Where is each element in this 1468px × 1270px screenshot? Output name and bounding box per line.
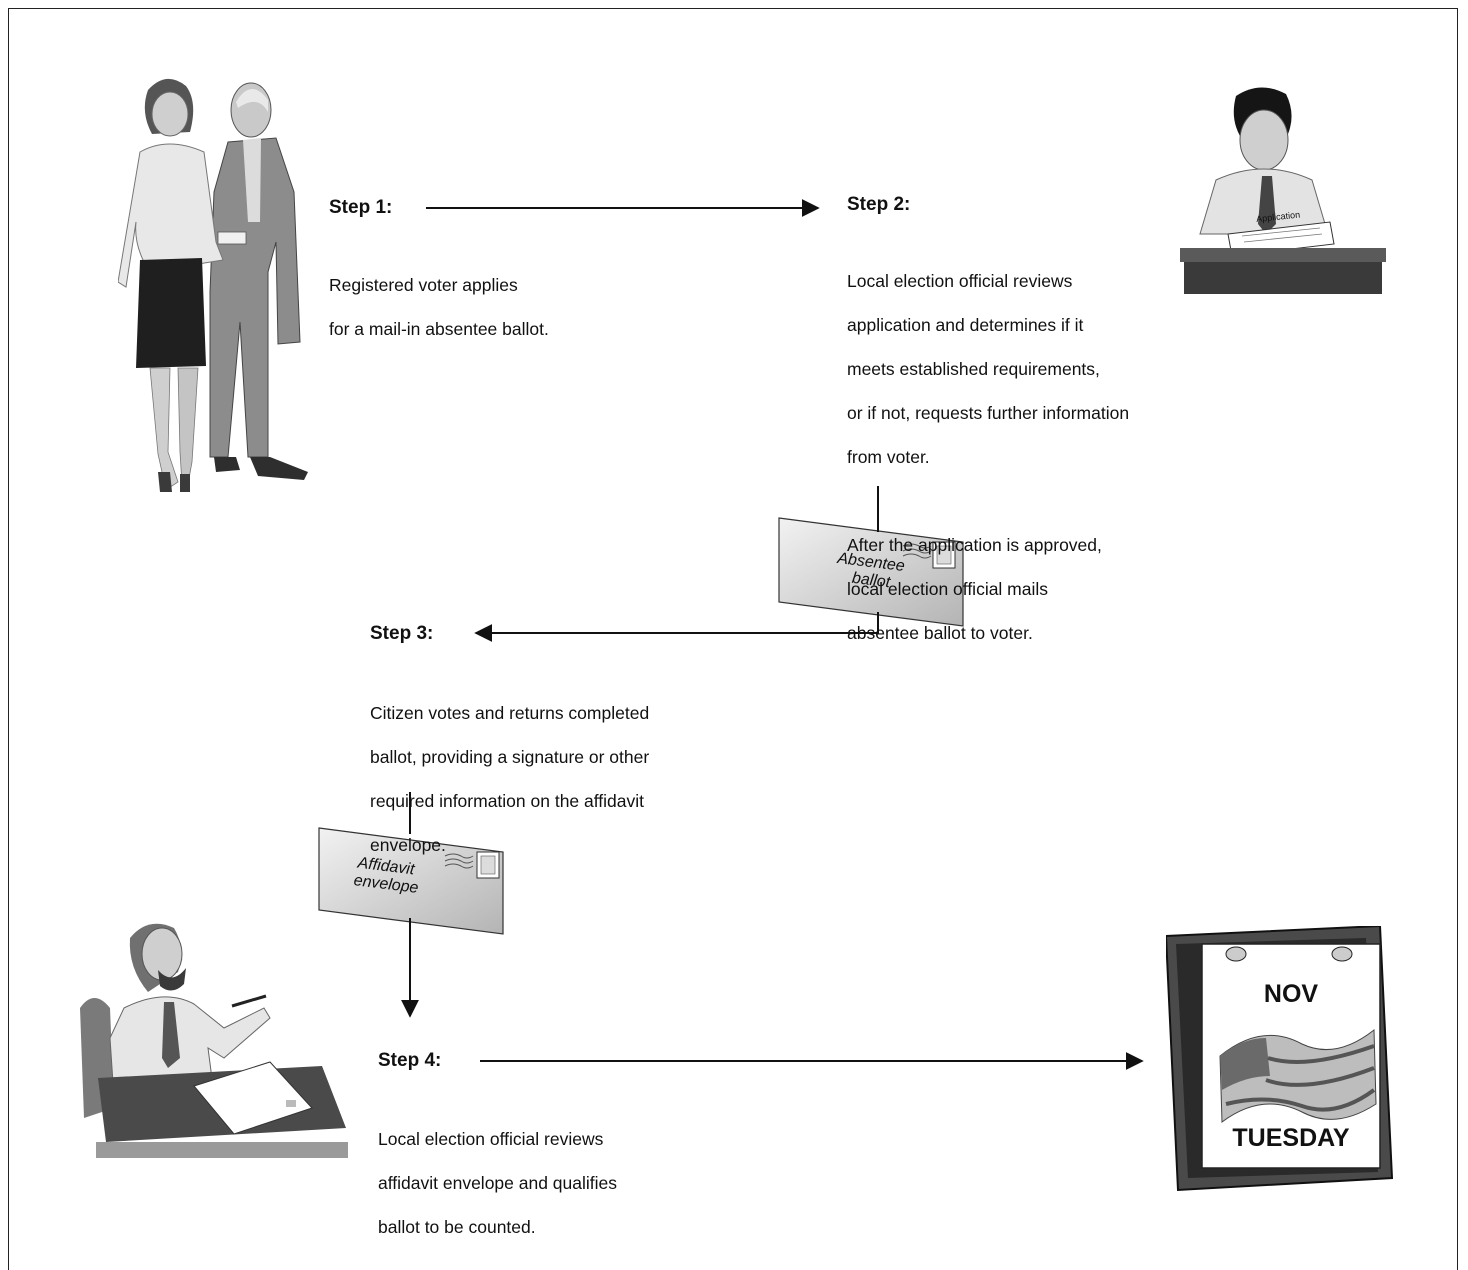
step-2-line: or if not, requests further information <box>847 403 1130 423</box>
step-2-line: local election official mails <box>847 579 1049 599</box>
step-3-title: Step 3: <box>370 623 434 644</box>
step-2-line: from voter. <box>847 447 930 467</box>
step-2-line: application and determines if it <box>847 315 1084 335</box>
affidavit-envelope: Affidavit envelope <box>317 826 505 936</box>
step-1-description: Registered voter applies for a mail-in a… <box>329 252 549 362</box>
application-paper-label: Application <box>1256 210 1301 225</box>
step-3-description: Citizen votes and returns completed ball… <box>370 680 649 878</box>
step-3-line: ballot, providing a signature or other <box>370 747 650 767</box>
step-2-line: absentee ballot to voter. <box>847 623 1033 643</box>
diagram-frame <box>8 8 1458 1270</box>
official-at-desk-illustration <box>80 923 348 1158</box>
step-3-line: envelope. <box>370 835 446 855</box>
step-1-line: for a mail-in absentee ballot. <box>329 319 549 339</box>
step-4-line: ballot to be counted. <box>378 1217 536 1237</box>
step-4-title: Step 4: <box>378 1050 442 1071</box>
voter-couple-illustration <box>118 78 308 492</box>
step-2-line: Local election official reviews <box>847 271 1073 291</box>
step-1-line: Registered voter applies <box>329 275 518 295</box>
absentee-ballot-envelope: Absentee ballot <box>777 516 965 628</box>
step-2-line: After the application is approved, <box>847 535 1102 555</box>
step-3-line: Citizen votes and returns completed <box>370 703 650 723</box>
step-4-line: affidavit envelope and qualifies <box>378 1173 618 1193</box>
calendar-day: TUESDAY <box>1232 1124 1350 1152</box>
step-3-line: required information on the affidavit <box>370 791 645 811</box>
step-2-spacer <box>847 490 1129 512</box>
step-4-line: Local election official reviews <box>378 1129 604 1149</box>
step-2-title: Step 2: <box>847 194 911 215</box>
clerk-reviewing-application-illustration: Application <box>1180 87 1386 294</box>
step-1-title: Step 1: <box>329 197 393 218</box>
step-4-description: Local election official reviews affidavi… <box>378 1106 617 1260</box>
step-2-line: meets established requirements, <box>847 359 1100 379</box>
calendar-month: NOV <box>1263 980 1319 1008</box>
step-2-description: Local election official reviews applicat… <box>847 248 1129 666</box>
election-day-calendar: NOV TUESDAY <box>1166 926 1396 1192</box>
